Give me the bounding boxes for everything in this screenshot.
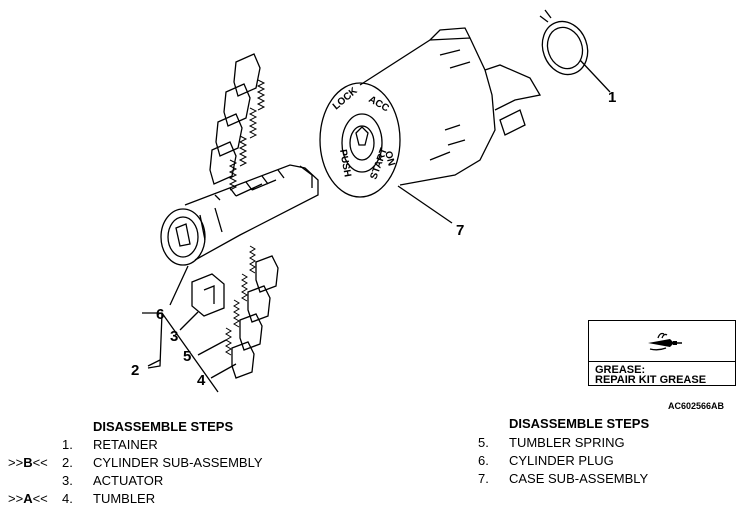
step-number: 2. <box>62 455 73 470</box>
callout-6: 6 <box>156 306 165 323</box>
actuator <box>191 273 225 317</box>
leader-line-5 <box>197 339 227 356</box>
exploded-diagram: LOCK ACC ON START PUSH <box>142 9 611 393</box>
step-left-row: >>A<< 4. TUMBLER <box>0 490 360 507</box>
cylinder-plug <box>160 164 319 266</box>
upper-tumblers <box>209 53 261 185</box>
grease-tube-icon <box>648 332 682 351</box>
step-label: CASE SUB-ASSEMBLY <box>509 471 649 486</box>
callout-4: 4 <box>197 372 206 389</box>
step-label: CYLINDER SUB-ASSEMBLY <box>93 455 263 470</box>
step-mark: >>A<< <box>8 490 48 507</box>
step-label: ACTUATOR <box>93 473 164 488</box>
bracket-2 <box>142 312 219 393</box>
step-number: 1. <box>62 437 73 452</box>
step-mark-post: << <box>32 455 48 470</box>
step-number: 7. <box>478 471 489 486</box>
legend-label-repair-kit: REPAIR KIT GREASE <box>595 374 707 386</box>
steps-right-title: DISASSEMBLE STEPS <box>509 416 650 431</box>
step-right-row: 7. CASE SUB-ASSEMBLY <box>0 470 740 487</box>
callout-1: 1 <box>608 89 617 106</box>
key-text-push: PUSH <box>337 149 353 178</box>
step-label: TUMBLER <box>93 491 156 506</box>
leader-line-4 <box>210 363 237 379</box>
key-text-on: ON <box>382 150 397 167</box>
step-label: CYLINDER PLUG <box>509 453 614 468</box>
step-right-row: 6. CYLINDER PLUG <box>0 452 740 469</box>
step-number: 3. <box>62 473 73 488</box>
callout-5: 5 <box>183 348 192 365</box>
steps-left-title: DISASSEMBLE STEPS <box>93 419 234 434</box>
step-left-row: 3. ACTUATOR <box>0 472 360 489</box>
figure-code: AC602566AB <box>668 401 725 411</box>
step-mark-letter: B <box>23 455 33 470</box>
grease-legend: GREASE: REPAIR KIT GREASE <box>588 320 736 386</box>
step-right-row: 5. TUMBLER SPRING <box>0 434 740 451</box>
callout-3: 3 <box>170 328 179 345</box>
step-mark-post: << <box>32 491 48 506</box>
step-mark: >>B<< <box>8 454 48 471</box>
upper-springs <box>228 79 266 191</box>
callout-7: 7 <box>456 222 465 239</box>
lower-springs <box>225 245 256 356</box>
step-mark-letter: A <box>23 491 33 506</box>
lower-tumblers <box>231 255 279 379</box>
key-text-lock: LOCK <box>331 85 360 112</box>
retainer-ring <box>539 9 589 76</box>
step-label: TUMBLER SPRING <box>509 435 625 450</box>
step-number: 6. <box>478 453 489 468</box>
step-left-row: 1. RETAINER <box>0 436 360 453</box>
leader-line-3 <box>179 311 199 331</box>
step-label: RETAINER <box>93 437 158 452</box>
key-position-text: LOCK ACC ON START PUSH <box>331 85 397 181</box>
case-sub-assembly <box>319 27 542 198</box>
step-left-row: >>B<< 2. CYLINDER SUB-ASSEMBLY <box>0 454 360 471</box>
step-mark-pre: >> <box>8 491 24 506</box>
step-mark-pre: >> <box>8 455 24 470</box>
callout-2: 2 <box>131 362 140 379</box>
step-number: 4. <box>62 491 73 506</box>
leader-line-7 <box>397 185 453 224</box>
legend-label-grease: GREASE: <box>595 364 646 376</box>
legend-divider <box>589 361 735 362</box>
leader-line-1 <box>579 59 611 93</box>
step-number: 5. <box>478 435 489 450</box>
leader-line-6 <box>169 265 189 306</box>
leader-line-2 <box>147 359 161 367</box>
